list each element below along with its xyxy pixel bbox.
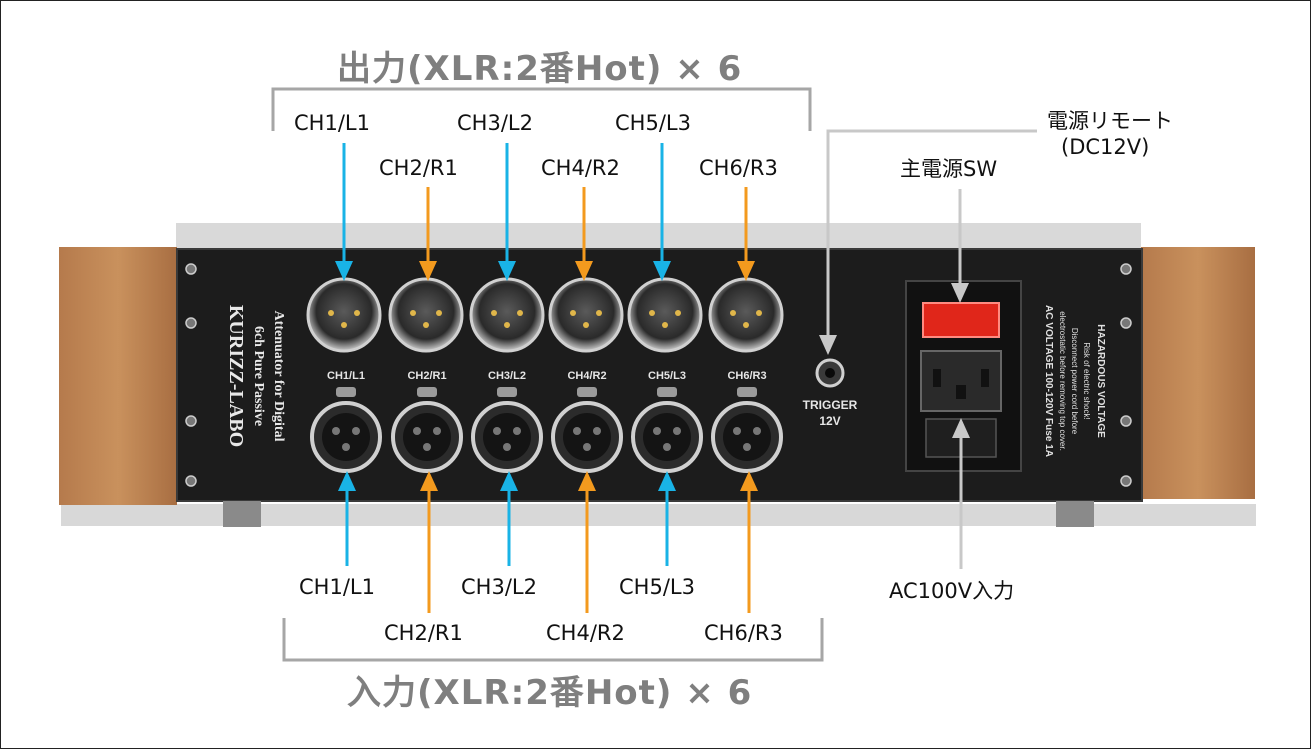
- output-label-ch4: CH4/R2: [541, 156, 620, 180]
- foot: [223, 501, 261, 527]
- output-arrows: [335, 143, 755, 281]
- panel-label: CH2/R1: [407, 370, 446, 382]
- output-bracket: [271, 87, 812, 131]
- output-label-ch6: CH6/R3: [699, 156, 778, 180]
- xlr-input-jack[interactable]: [631, 401, 703, 473]
- input-label-ch5: CH5/L3: [619, 575, 695, 599]
- main-power-switch[interactable]: [922, 302, 1000, 338]
- table-reflection: [61, 504, 1256, 526]
- foot: [1056, 501, 1094, 527]
- trigger-voltage: 12V: [819, 414, 840, 428]
- iec-inlet[interactable]: [920, 350, 1002, 412]
- brand-text: KURIZZ-LABO: [225, 305, 247, 447]
- warning-line: electrostatic before removing top cover.: [1058, 311, 1067, 451]
- panel-screws: [185, 263, 1132, 487]
- input-label-ch2: CH2/R1: [384, 621, 463, 645]
- xlr-output-jack[interactable]: [388, 277, 464, 353]
- input-label-ch1: CH1/L1: [299, 575, 375, 599]
- model-line2: Attenuator for Digital: [271, 311, 286, 442]
- input-arrows: [338, 471, 758, 613]
- remote-sub-label: (DC12V): [1061, 135, 1150, 159]
- panel-jack-labels: CH1/L1 CH2/R1 CH3/L2 CH4/R2 CH5/L3 CH6/R…: [327, 370, 767, 382]
- panel-label: CH6/R3: [727, 370, 766, 382]
- panel-label: CH5/L3: [648, 370, 686, 382]
- output-xlr-row: [306, 277, 784, 353]
- push-latches: [336, 387, 757, 397]
- output-label-ch5: CH5/L3: [615, 111, 691, 135]
- xlr-output-jack[interactable]: [627, 277, 703, 353]
- xlr-input-jack[interactable]: [310, 401, 382, 473]
- ac-input-label: AC100V入力: [889, 579, 1015, 603]
- panel-label: CH4/R2: [567, 370, 606, 382]
- xlr-input-jack[interactable]: [471, 401, 543, 473]
- xlr-output-jack[interactable]: [548, 277, 624, 353]
- warning-line: Risk of electric shock!: [1082, 342, 1091, 419]
- panel-label: CH1/L1: [327, 370, 365, 382]
- warning-line: HAZARDOUS VOLTAGE: [1095, 324, 1106, 438]
- main-sw-label: 主電源SW: [900, 157, 998, 181]
- input-bracket: [282, 618, 824, 662]
- input-label-ch6: CH6/R3: [704, 621, 783, 645]
- xlr-output-jack[interactable]: [708, 277, 784, 353]
- output-label-ch2: CH2/R1: [379, 156, 458, 180]
- brand-block: KURIZZ-LABO: [225, 305, 247, 447]
- remote-leader-line: [826, 129, 1037, 346]
- wood-side-right: [1141, 247, 1255, 499]
- input-xlr-row: [310, 401, 783, 473]
- warning-line: AC VOLTAGE 100-120V Fuse 1A: [1043, 305, 1054, 457]
- input-label-ch3: CH3/L2: [461, 575, 537, 599]
- output-label-ch3: CH3/L2: [457, 111, 533, 135]
- wood-side-left: [59, 247, 177, 505]
- xlr-input-jack[interactable]: [711, 401, 783, 473]
- output-label-ch1: CH1/L1: [294, 111, 370, 135]
- xlr-input-jack[interactable]: [551, 401, 623, 473]
- xlr-output-jack[interactable]: [469, 277, 545, 353]
- trigger-jack[interactable]: [815, 358, 845, 388]
- output-title: 出力(XLR:2番Hot) × 6: [337, 49, 743, 89]
- input-label-ch4: CH4/R2: [546, 621, 625, 645]
- model-line1: 6ch Pure Passive: [251, 326, 266, 426]
- xlr-input-jack[interactable]: [391, 401, 463, 473]
- xlr-output-jack[interactable]: [306, 277, 382, 353]
- warning-line: Disconnect power cord before: [1070, 328, 1079, 435]
- input-title: 入力(XLR:2番Hot) × 6: [347, 673, 753, 713]
- remote-label: 電源リモート: [1047, 109, 1173, 133]
- panel-label: CH3/L2: [488, 370, 526, 382]
- trigger-text: TRIGGER: [803, 398, 858, 412]
